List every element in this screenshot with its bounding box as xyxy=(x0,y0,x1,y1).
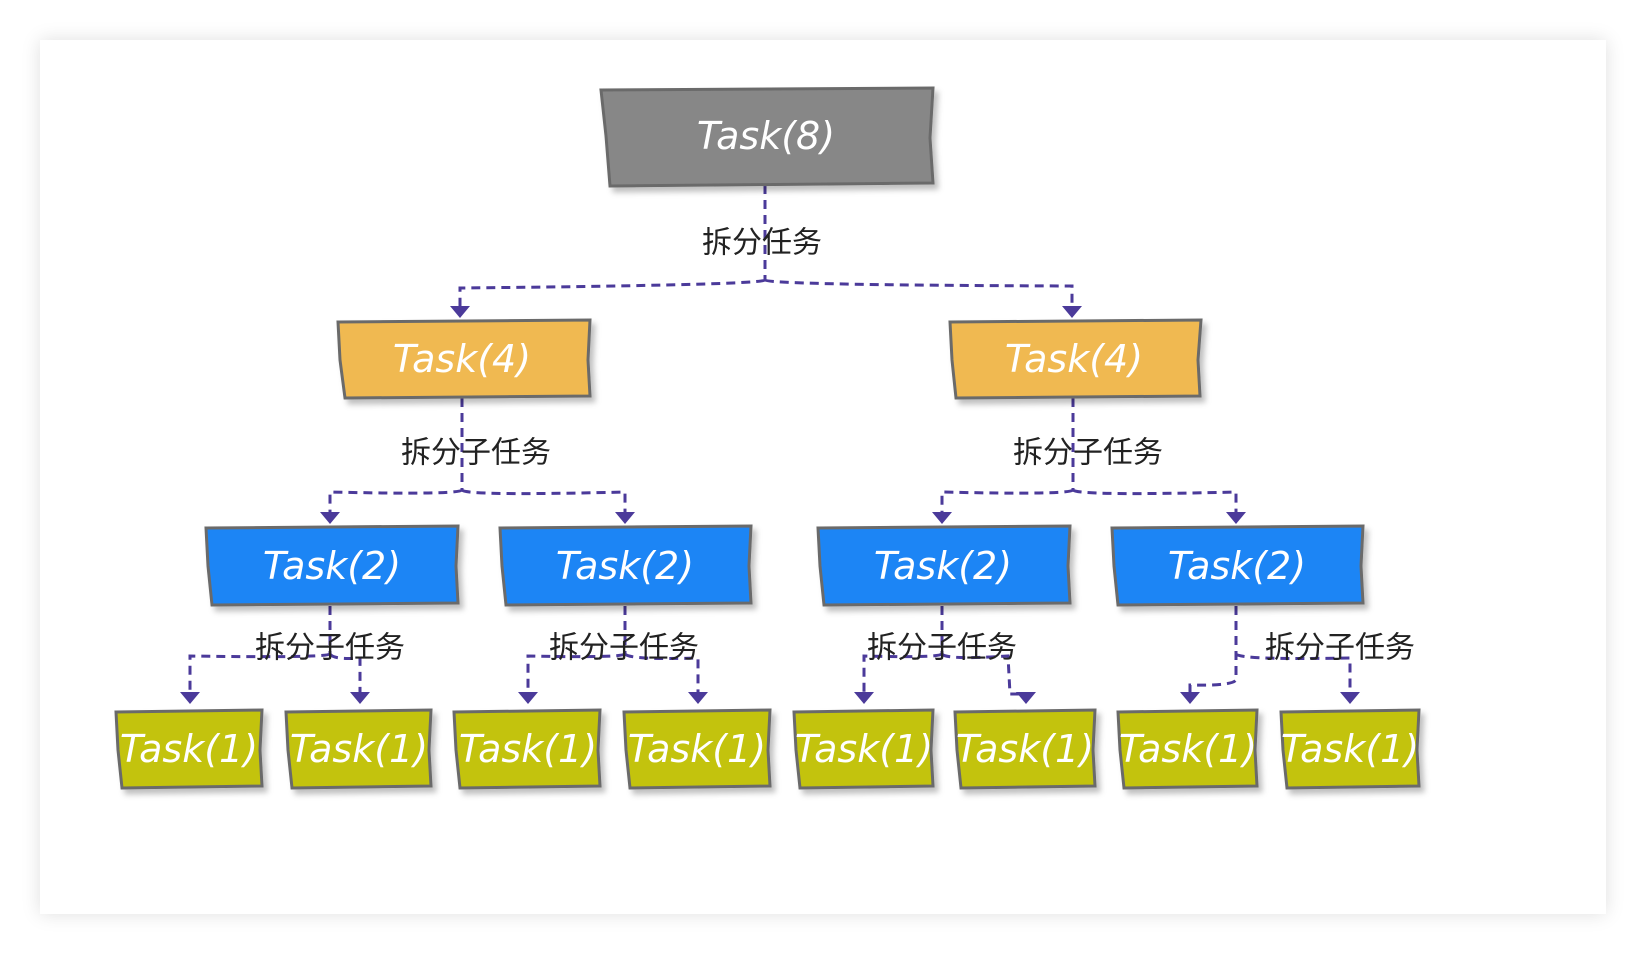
arrowhead xyxy=(1180,692,1200,704)
node-l3-2-box xyxy=(284,708,433,790)
node-l3-1-box xyxy=(114,708,264,790)
node-root-label: Task(8) xyxy=(697,114,835,158)
node-l3-5: Task(1) xyxy=(792,708,935,790)
node-l3-4-box xyxy=(622,708,772,790)
node-l2-a-box xyxy=(204,524,460,607)
arrowhead xyxy=(350,692,370,704)
edge-label-root-split: 拆分任务 xyxy=(702,226,822,261)
edge-label-l2-c-split: 拆分子任务 xyxy=(867,631,1017,666)
node-l3-2: Task(1) xyxy=(284,708,433,790)
node-l1-right-label: Task(4) xyxy=(1005,337,1143,381)
node-l3-6-label: Task(1) xyxy=(956,727,1094,771)
connector-l2b-to-l3 xyxy=(526,606,700,694)
node-l3-1-label: Task(1) xyxy=(120,727,258,771)
node-l3-2-label: Task(1) xyxy=(290,727,428,771)
node-l1-right-box xyxy=(948,318,1203,400)
arrowhead xyxy=(932,512,952,524)
connector-l1left-to-l2 xyxy=(328,398,627,514)
edge-label-l1-right-split: 拆分子任务 xyxy=(1013,436,1163,471)
node-l3-3-box xyxy=(452,708,602,790)
connector-l1right-to-l2 xyxy=(940,398,1238,514)
node-l2-d: Task(2) xyxy=(1110,524,1365,607)
task-tree-diagram: 拆分任务 拆分子任务 拆分子任务 拆分子任务 拆分子任务 拆分子任务 拆分子任务… xyxy=(114,86,1421,790)
node-l3-8-label: Task(1) xyxy=(1281,727,1419,771)
arrowhead xyxy=(854,692,874,704)
node-l3-7-label: Task(1) xyxy=(1119,727,1257,771)
node-l3-7: Task(1) xyxy=(1116,708,1259,790)
node-l3-6-box xyxy=(953,708,1097,790)
connector-l2d-to-l3 xyxy=(1188,606,1352,694)
node-root-box xyxy=(599,86,935,188)
edge-label-l2-a-split: 拆分子任务 xyxy=(255,631,405,666)
node-l2-c-box xyxy=(816,524,1072,607)
arrowhead xyxy=(1016,692,1036,704)
node-l2-c-label: Task(2) xyxy=(874,544,1012,588)
node-l2-b-label: Task(2) xyxy=(556,544,694,588)
node-l2-b: Task(2) xyxy=(498,524,753,607)
node-l3-5-label: Task(1) xyxy=(795,727,933,771)
node-l3-7-box xyxy=(1116,708,1259,790)
node-l3-8: Task(1) xyxy=(1279,708,1421,790)
node-l1-left: Task(4) xyxy=(336,318,592,400)
node-l2-d-label: Task(2) xyxy=(1168,544,1306,588)
arrowhead xyxy=(518,692,538,704)
node-l3-5-box xyxy=(792,708,935,790)
arrowhead xyxy=(1226,512,1246,524)
edge-label-l1-left-split: 拆分子任务 xyxy=(401,436,551,471)
node-l2-c: Task(2) xyxy=(816,524,1072,607)
node-l3-4: Task(1) xyxy=(622,708,772,790)
connector-l2a-to-l3 xyxy=(188,606,362,694)
node-l3-3-label: Task(1) xyxy=(459,727,597,771)
arrowhead xyxy=(615,512,635,524)
node-l1-right: Task(4) xyxy=(948,318,1203,400)
arrowhead xyxy=(1062,306,1082,318)
node-l3-4-label: Task(1) xyxy=(628,727,766,771)
node-root: Task(8) xyxy=(599,86,935,188)
node-l1-left-box xyxy=(336,318,592,400)
edge-label-l2-b-split: 拆分子任务 xyxy=(549,631,699,666)
edge-labels: 拆分任务 拆分子任务 拆分子任务 拆分子任务 拆分子任务 拆分子任务 拆分子任务 xyxy=(255,226,1415,666)
arrowhead xyxy=(320,512,340,524)
connector-l2c-to-l3 xyxy=(862,606,1026,696)
node-l2-a-label: Task(2) xyxy=(263,544,401,588)
node-l2-b-box xyxy=(498,524,753,607)
arrowhead xyxy=(180,692,200,704)
arrowhead xyxy=(688,692,708,704)
arrowhead xyxy=(1340,692,1360,704)
node-l2-d-box xyxy=(1110,524,1365,607)
arrowhead xyxy=(450,306,470,318)
connector-root-to-l1 xyxy=(458,185,1074,310)
node-l3-8-box xyxy=(1279,708,1421,790)
connectors xyxy=(180,185,1360,704)
node-l2-a: Task(2) xyxy=(204,524,460,607)
node-l3-6: Task(1) xyxy=(953,708,1097,790)
edge-label-l2-d-split: 拆分子任务 xyxy=(1265,631,1415,666)
node-l3-1: Task(1) xyxy=(114,708,264,790)
node-l3-3: Task(1) xyxy=(452,708,602,790)
node-l1-left-label: Task(4) xyxy=(393,337,531,381)
diagram-canvas: 拆分任务 拆分子任务 拆分子任务 拆分子任务 拆分子任务 拆分子任务 拆分子任务… xyxy=(40,40,1606,914)
